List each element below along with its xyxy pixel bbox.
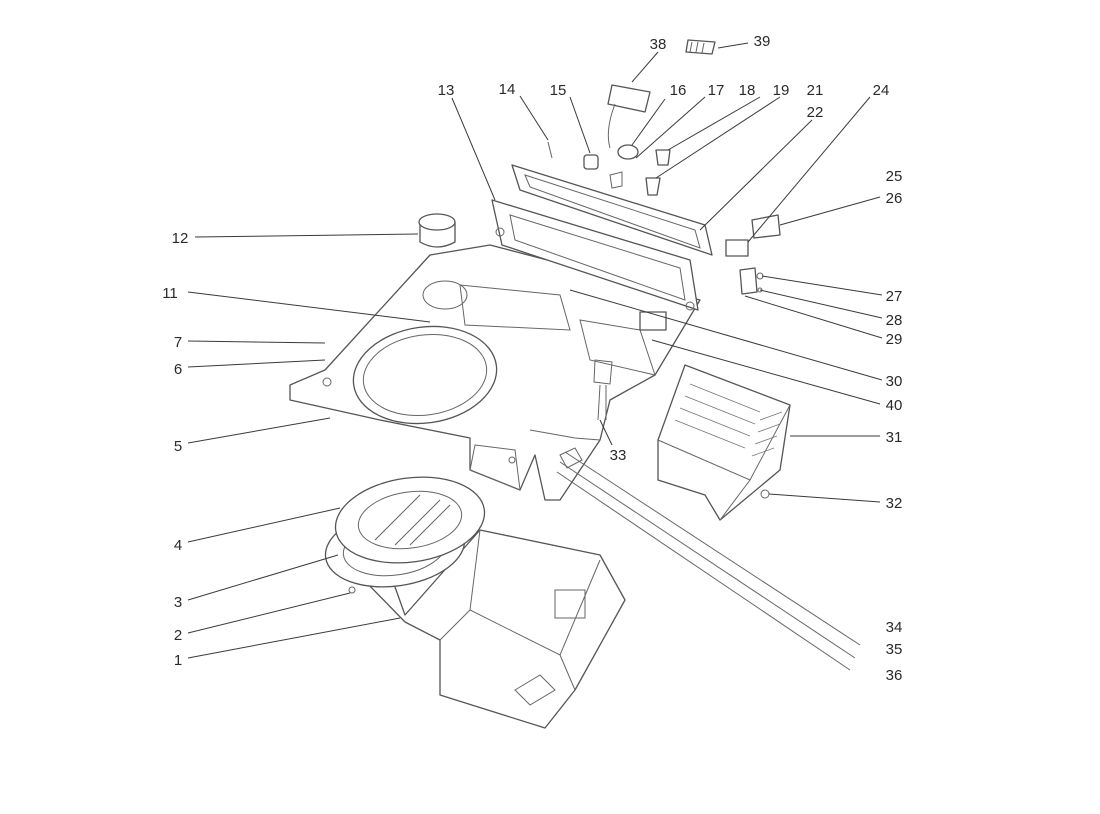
part-switch	[593, 311, 667, 421]
callout-30: 30	[886, 373, 903, 390]
callout-38: 38	[650, 36, 667, 53]
callout-24: 24	[873, 82, 890, 99]
part-console-body	[289, 244, 701, 501]
callout-28: 28	[886, 312, 903, 329]
part-knob	[418, 213, 456, 248]
callout-26: 26	[886, 190, 903, 207]
callout-39: 39	[754, 33, 771, 50]
callout-29: 29	[886, 331, 903, 348]
callout-21: 21	[807, 82, 824, 99]
callout-6: 6	[174, 361, 182, 378]
part-grille-cover	[657, 364, 791, 521]
callout-27: 27	[886, 288, 903, 305]
part-small-hardware	[547, 141, 671, 196]
callout-5: 5	[174, 438, 182, 455]
callout-32: 32	[886, 495, 903, 512]
part-bezel	[511, 164, 713, 256]
callout-17: 17	[708, 82, 725, 99]
callout-2: 2	[174, 627, 182, 644]
part-flange-ring	[334, 476, 486, 594]
callout-40: 40	[886, 397, 903, 414]
callout-22: 22	[807, 104, 824, 121]
callout-12: 12	[172, 230, 189, 247]
callout-4: 4	[174, 537, 182, 554]
callout-25: 25	[886, 168, 903, 185]
part-rods	[556, 447, 861, 671]
leader-lines	[187, 42, 883, 659]
part-switch-hardware	[725, 214, 781, 295]
callout-16: 16	[670, 82, 687, 99]
callout-36: 36	[886, 667, 903, 684]
callout-31: 31	[886, 429, 903, 446]
callout-18: 18	[739, 82, 756, 99]
callout-14: 14	[499, 81, 516, 98]
callout-labels: 1 2 3 4 5 6 7 11 12 13 14 15 16 17 18 19…	[162, 33, 902, 684]
part-connector-clip	[685, 39, 716, 55]
part-connector-harness	[607, 84, 651, 149]
callout-3: 3	[174, 594, 182, 611]
callout-33: 33	[610, 447, 627, 464]
callout-34: 34	[886, 619, 903, 636]
callout-35: 35	[886, 641, 903, 658]
callout-15: 15	[550, 82, 567, 99]
callout-7: 7	[174, 334, 182, 351]
part-bottom-housing	[329, 529, 626, 729]
callout-19: 19	[773, 82, 790, 99]
part-instrument-panel	[491, 199, 699, 311]
callout-1: 1	[174, 652, 182, 669]
callout-11: 11	[162, 285, 178, 302]
callout-13: 13	[438, 82, 455, 99]
